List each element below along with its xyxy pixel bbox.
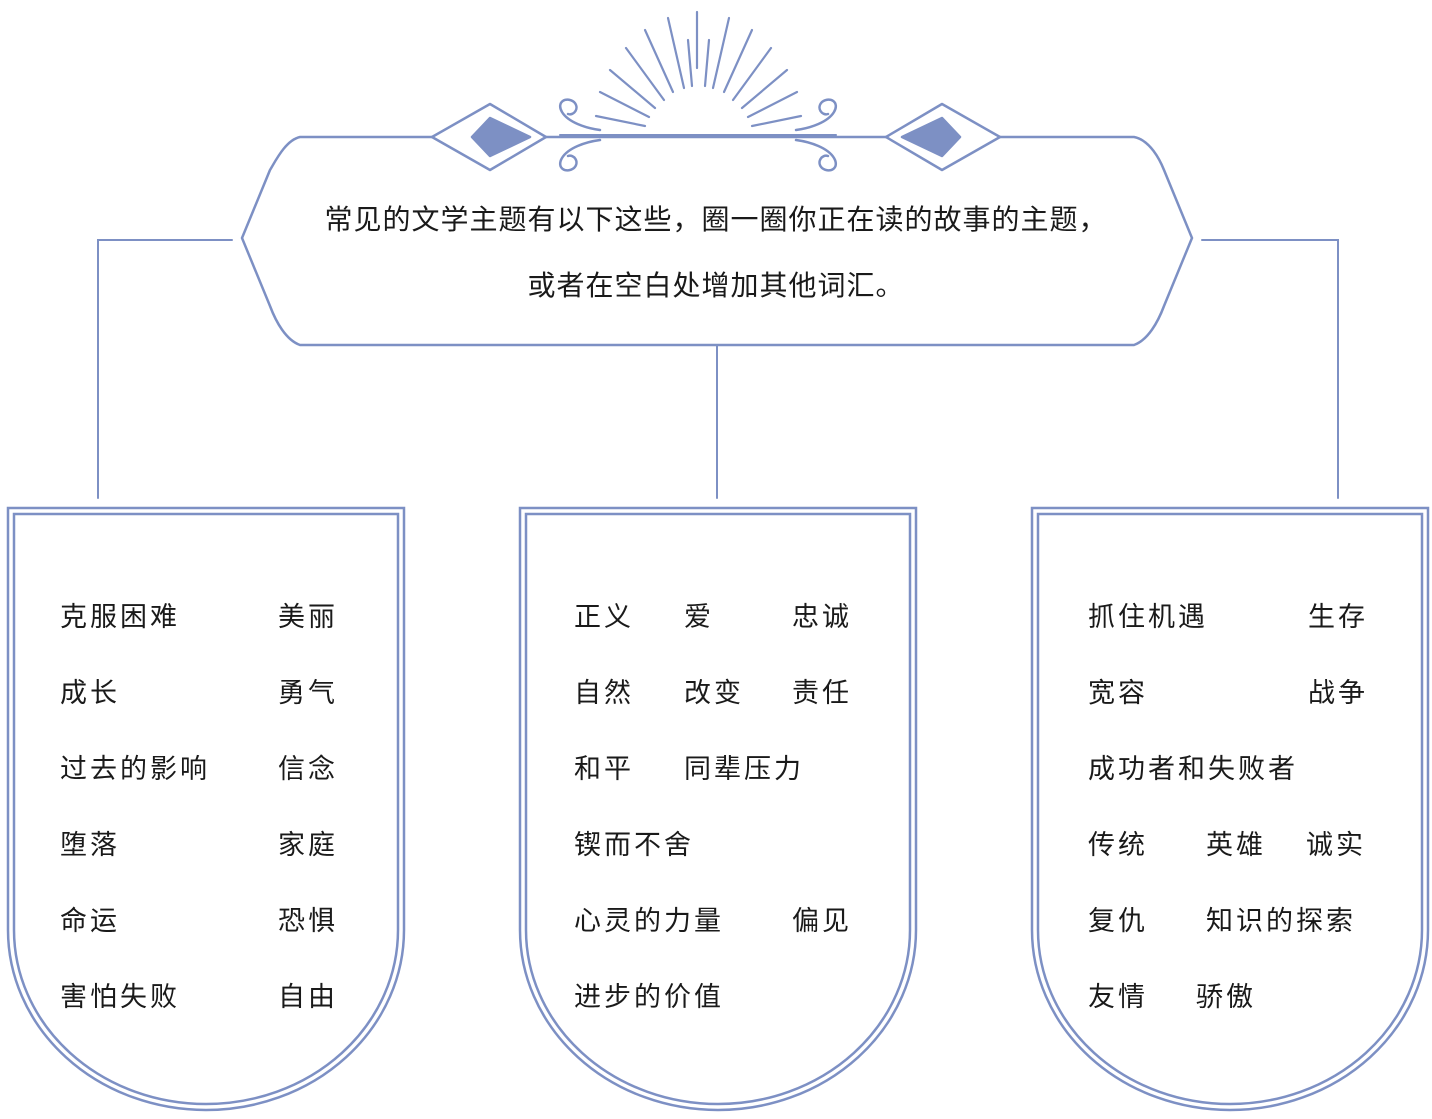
theme-word[interactable]: 同辈压力 — [684, 754, 804, 785]
theme-word[interactable]: 责任 — [792, 678, 852, 709]
theme-word[interactable]: 害怕失败 — [60, 982, 180, 1013]
theme-word[interactable]: 锲而不舍 — [574, 830, 694, 861]
theme-word[interactable]: 正义 — [574, 602, 634, 633]
theme-word[interactable]: 战争 — [1308, 678, 1368, 709]
theme-word[interactable]: 成长 — [60, 678, 120, 709]
theme-word[interactable]: 堕落 — [60, 830, 120, 861]
theme-word[interactable]: 勇气 — [278, 678, 338, 709]
theme-word[interactable]: 忠诚 — [792, 602, 852, 633]
theme-word[interactable]: 信念 — [278, 754, 338, 785]
theme-word[interactable]: 骄傲 — [1196, 982, 1256, 1013]
theme-word[interactable]: 抓住机遇 — [1088, 602, 1208, 633]
theme-word[interactable]: 爱 — [684, 602, 714, 633]
theme-word[interactable]: 自然 — [574, 678, 634, 709]
instruction-banner — [240, 135, 1194, 347]
scroll-ornament — [558, 98, 838, 172]
theme-word[interactable]: 英雄 — [1206, 830, 1266, 861]
theme-word[interactable]: 宽容 — [1088, 678, 1148, 709]
theme-word[interactable]: 过去的影响 — [60, 754, 210, 785]
theme-word[interactable]: 命运 — [60, 906, 120, 937]
theme-word[interactable]: 和平 — [574, 754, 634, 785]
theme-word[interactable]: 美丽 — [278, 602, 338, 633]
sunburst-ornament — [594, 10, 803, 128]
theme-word[interactable]: 知识的探索 — [1206, 906, 1356, 937]
theme-word[interactable]: 成功者和失败者 — [1088, 754, 1298, 785]
instruction-line-2: 或者在空白处增加其他词汇。 — [527, 269, 905, 302]
theme-word[interactable]: 诚实 — [1306, 830, 1366, 861]
shield-middle — [518, 506, 918, 1112]
theme-word[interactable]: 友情 — [1088, 982, 1148, 1013]
theme-word[interactable]: 克服困难 — [60, 602, 180, 633]
diamond-ornaments — [430, 102, 1002, 172]
theme-word[interactable]: 自由 — [278, 982, 338, 1013]
shield-right — [1030, 506, 1430, 1112]
theme-word[interactable]: 偏见 — [792, 906, 852, 937]
connector-lines — [97, 239, 1339, 499]
theme-word[interactable]: 恐惧 — [278, 906, 338, 937]
theme-word[interactable]: 心灵的力量 — [574, 906, 724, 937]
theme-word[interactable]: 改变 — [684, 678, 744, 709]
theme-word[interactable]: 传统 — [1088, 830, 1148, 861]
shield-left — [6, 506, 406, 1112]
theme-word[interactable]: 复仇 — [1088, 906, 1148, 937]
instruction-line-1: 常见的文学主题有以下这些，圈一圈你正在读的故事的主题， — [324, 203, 1108, 236]
theme-word[interactable]: 家庭 — [278, 830, 338, 861]
theme-word[interactable]: 生存 — [1308, 602, 1368, 633]
theme-word[interactable]: 进步的价值 — [574, 982, 724, 1013]
